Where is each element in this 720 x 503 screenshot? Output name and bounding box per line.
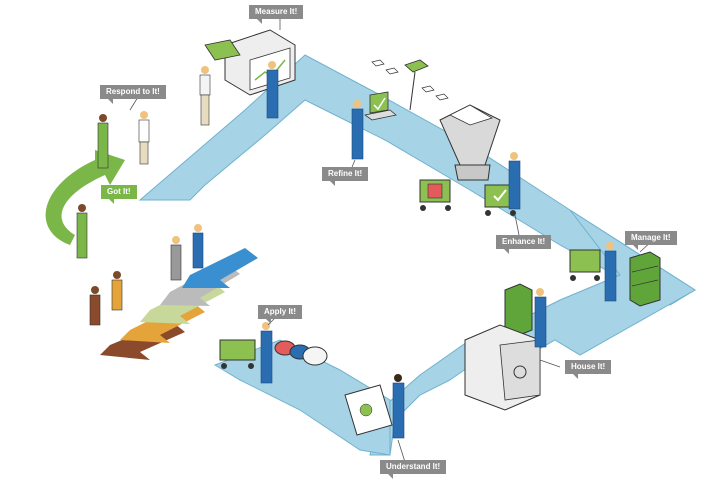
person-icon bbox=[534, 288, 547, 348]
incoming-data-arrows bbox=[100, 248, 258, 360]
label-apply: Apply It! bbox=[258, 305, 302, 324]
person-icon bbox=[76, 204, 88, 259]
laptop-icon bbox=[364, 91, 397, 121]
label-measure: Measure It! bbox=[249, 5, 304, 24]
printer-icon bbox=[404, 59, 429, 111]
label-got: Got It! bbox=[101, 185, 137, 204]
vault-icon bbox=[464, 283, 541, 411]
label-enhance: Enhance It! bbox=[496, 235, 552, 254]
person-icon bbox=[111, 271, 123, 311]
worker-group bbox=[76, 61, 617, 439]
person-icon bbox=[192, 224, 204, 269]
label-respond: Respond to It! bbox=[100, 85, 166, 104]
person-icon bbox=[97, 114, 109, 169]
person-icon bbox=[138, 111, 150, 165]
funnel-hopper-icon bbox=[439, 104, 501, 181]
cart-icon bbox=[419, 179, 516, 216]
person-icon bbox=[351, 100, 364, 160]
person-icon bbox=[260, 322, 273, 384]
person-icon bbox=[199, 66, 211, 126]
paper-roll-icon bbox=[219, 339, 328, 369]
label-understand: Understand It! bbox=[380, 460, 447, 479]
got-it-arrow bbox=[45, 150, 125, 245]
person-icon bbox=[604, 242, 617, 302]
person-icon bbox=[266, 61, 279, 119]
person-icon bbox=[89, 286, 101, 326]
chart-board-icon bbox=[344, 384, 393, 436]
label-leaders bbox=[129, 17, 656, 463]
label-house: House It! bbox=[565, 360, 612, 379]
workflow-path bbox=[138, 54, 696, 306]
filing-cabinet-icon bbox=[569, 249, 661, 307]
person-icon bbox=[170, 236, 182, 281]
label-refine: Refine It! bbox=[322, 167, 369, 186]
person-icon bbox=[392, 374, 405, 439]
paper-trail bbox=[371, 59, 449, 101]
label-manage: Manage It! bbox=[625, 231, 677, 250]
person-icon bbox=[508, 152, 521, 210]
